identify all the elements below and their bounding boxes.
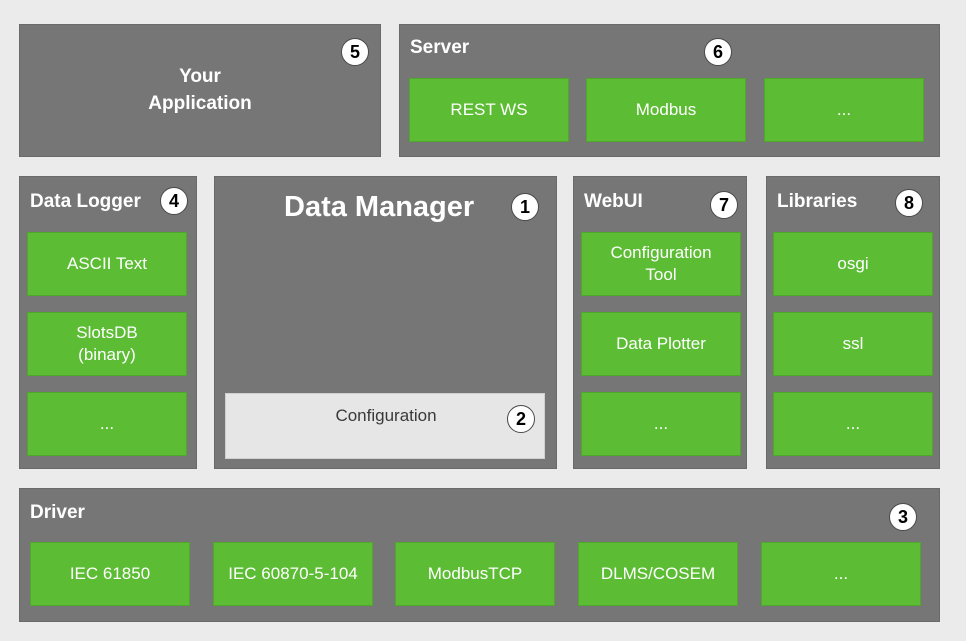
data-manager-title: Data Manager [284,191,475,223]
data-logger-module: ASCII Text [27,232,187,296]
server-panel: Server 6 REST WS Modbus ... [399,24,940,157]
configuration-label: Configuration [335,406,437,425]
number-badge-1: 1 [511,193,539,221]
data-logger-title: Data Logger [30,191,141,212]
number-badge-8: 8 [895,189,923,217]
your-application-panel: Your Application 5 [19,24,381,157]
driver-title: Driver [30,502,85,523]
server-module: Modbus [586,78,746,142]
number-badge-4: 4 [160,187,188,215]
driver-module: IEC 60870-5-104 [213,542,373,606]
driver-module: DLMS/COSEM [578,542,738,606]
number-badge-2: 2 [507,405,535,433]
driver-module: IEC 61850 [30,542,190,606]
driver-module: ... [761,542,921,606]
webui-module: ... [581,392,741,456]
driver-panel: Driver 3 IEC 61850 IEC 60870-5-104 Modbu… [19,488,940,622]
libraries-module: ... [773,392,933,456]
number-badge-6: 6 [704,38,732,66]
webui-panel: WebUI 7 Configuration Tool Data Plotter … [573,176,747,469]
data-manager-panel: Data Manager 1 Configuration 2 [214,176,557,469]
your-application-title: Your Application [148,66,252,114]
libraries-title: Libraries [777,191,858,212]
libraries-panel: Libraries 8 osgi ssl ... [766,176,940,469]
driver-module: ModbusTCP [395,542,555,606]
number-badge-5: 5 [341,38,369,66]
data-logger-panel: Data Logger 4 ASCII Text SlotsDB (binary… [19,176,197,469]
webui-module: Configuration Tool [581,232,741,296]
libraries-module: ssl [773,312,933,376]
number-badge-3: 3 [889,503,917,531]
server-module: ... [764,78,924,142]
data-logger-module: ... [27,392,187,456]
configuration-box: Configuration 2 [225,393,545,459]
server-module: REST WS [409,78,569,142]
webui-module: Data Plotter [581,312,741,376]
server-title: Server [410,37,470,58]
webui-title: WebUI [584,191,643,212]
number-badge-7: 7 [710,191,738,219]
data-logger-module: SlotsDB (binary) [27,312,187,376]
libraries-module: osgi [773,232,933,296]
